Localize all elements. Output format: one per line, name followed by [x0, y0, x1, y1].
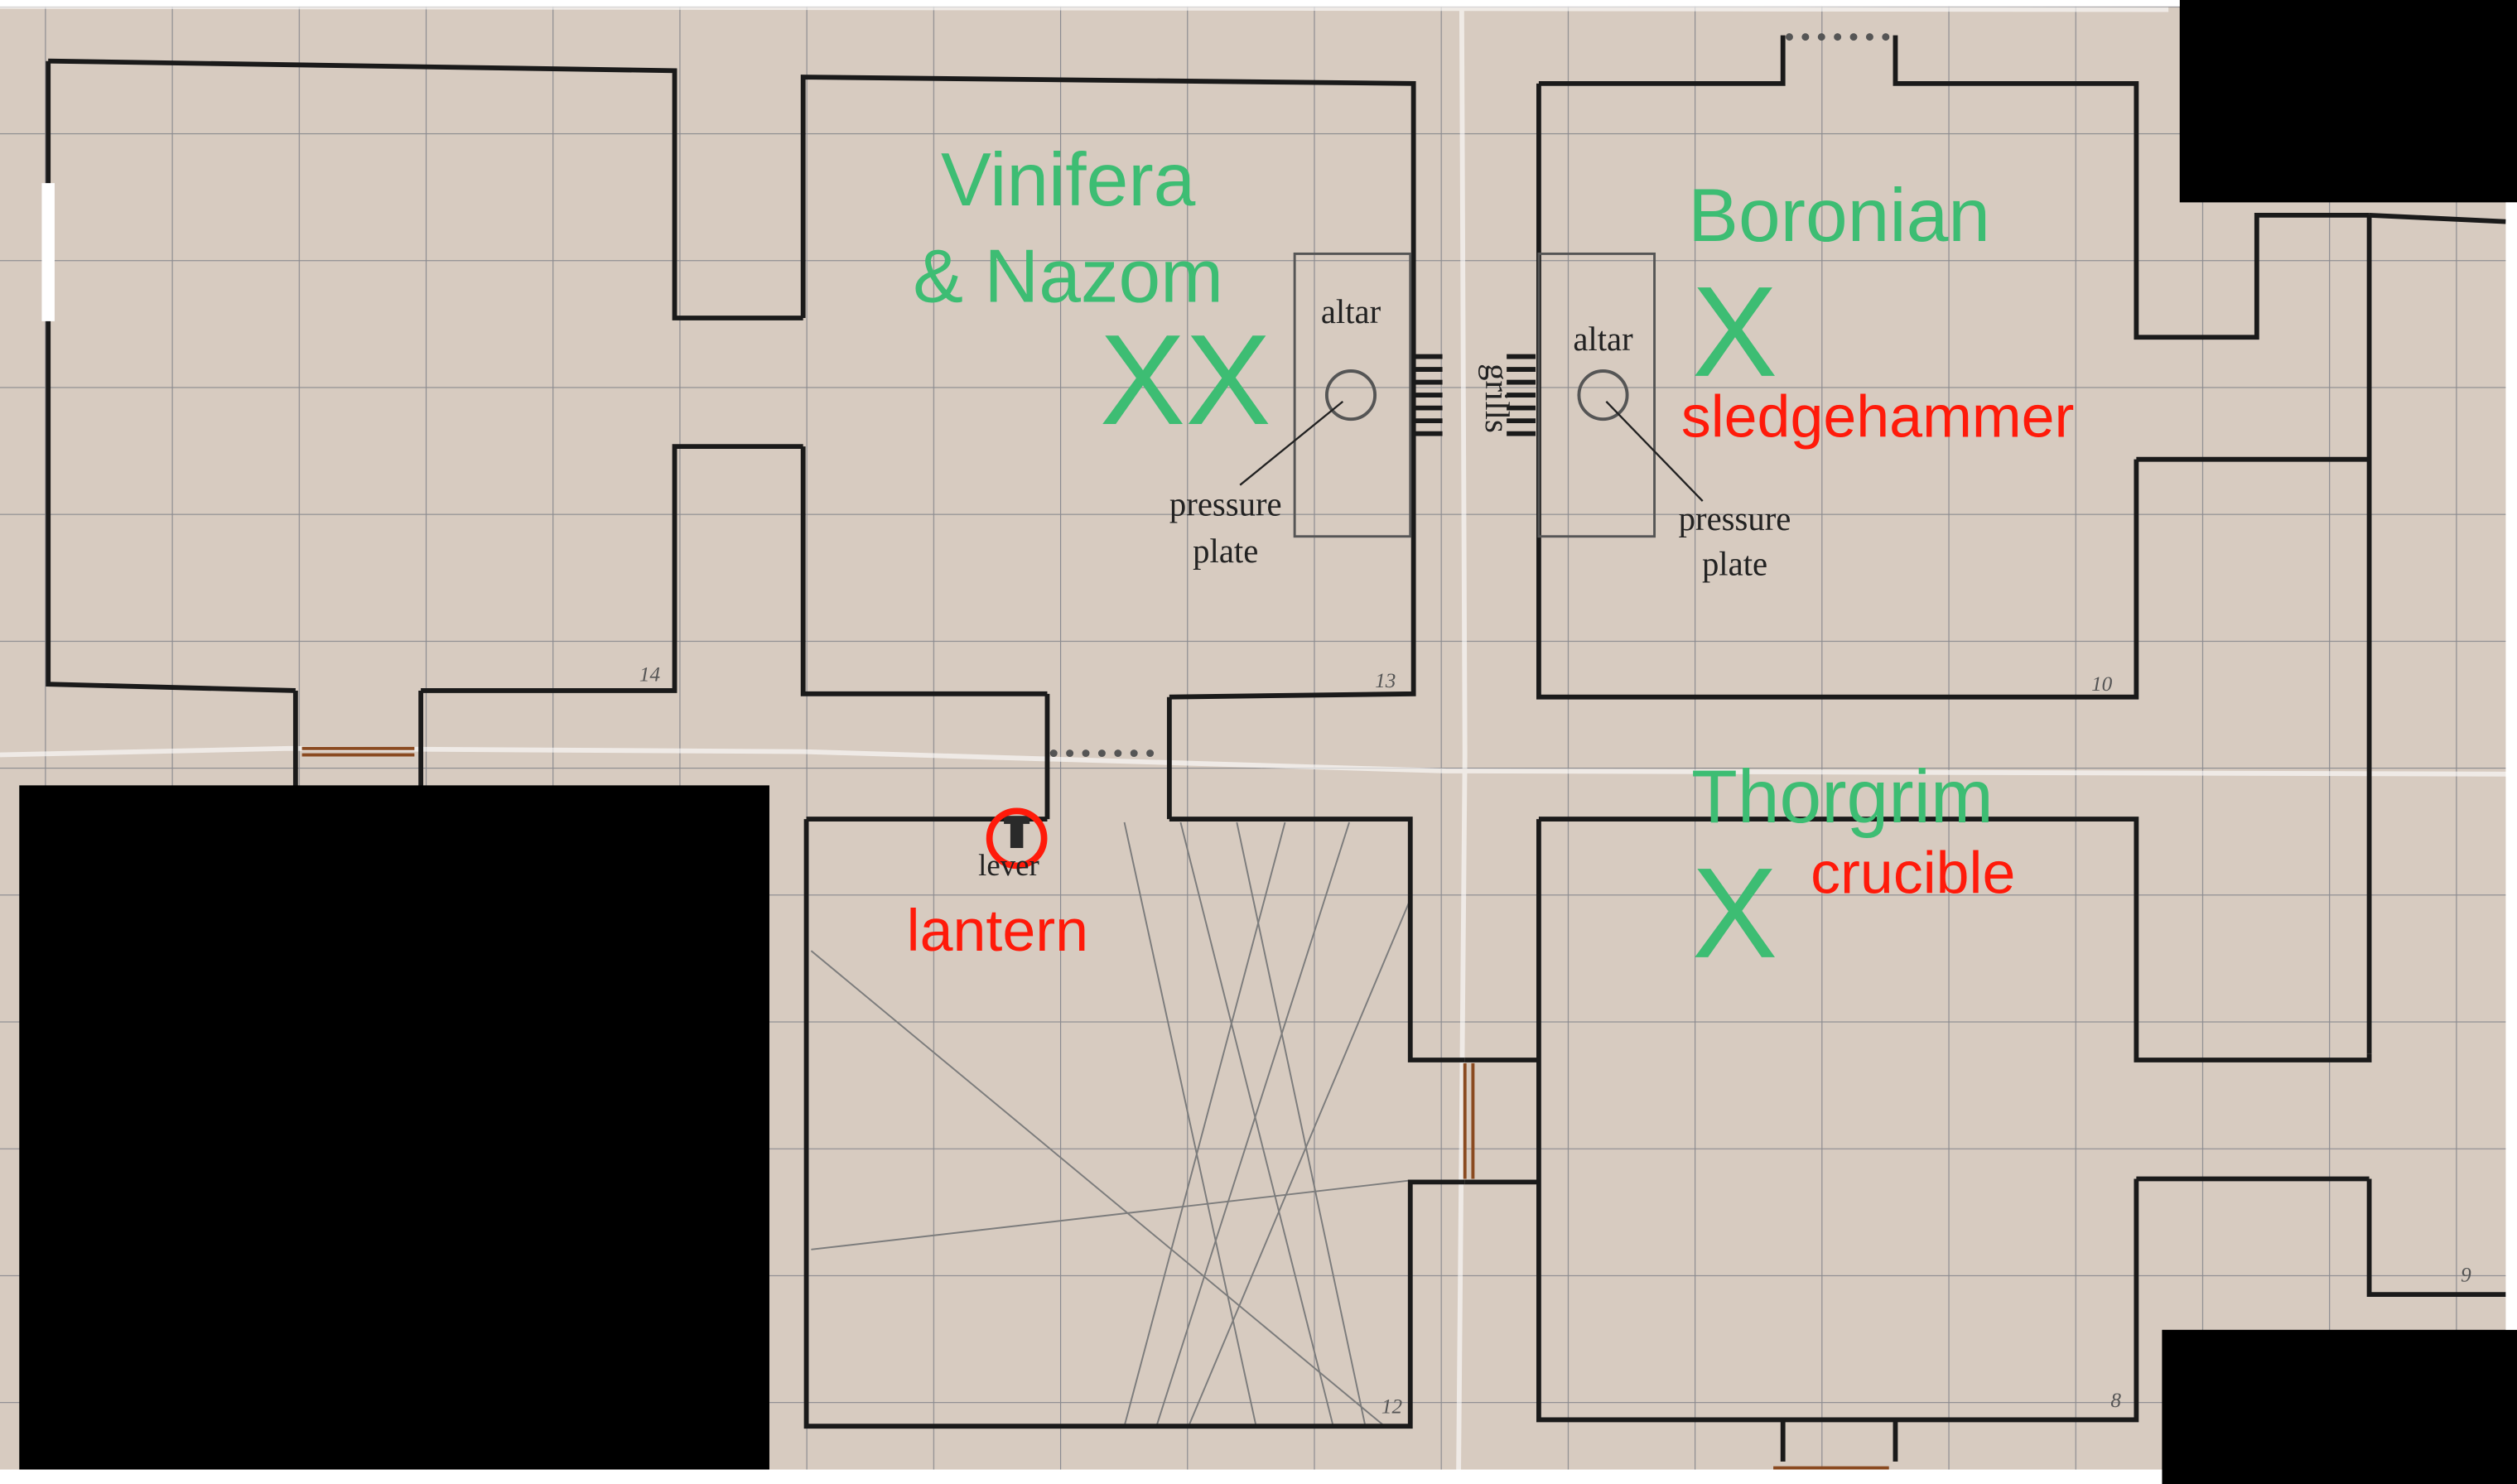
- circle-marker-icon: [986, 807, 1048, 870]
- portcullis-icon: [1049, 749, 1155, 758]
- grill-icon: [1507, 354, 1536, 436]
- room-number: 8: [2110, 1390, 2121, 1412]
- door-icon: [301, 746, 415, 757]
- pencil-lines: [810, 822, 1411, 1427]
- pressure-plate-icon: [1577, 369, 1629, 422]
- character-marker-xx: XX: [1100, 308, 1271, 451]
- photo-border: [0, 0, 2180, 7]
- room-number: 10: [2091, 673, 2113, 696]
- character-marker-thorgrim: X: [1692, 841, 1777, 985]
- room-number: 9: [2461, 1265, 2471, 1287]
- walls: [46, 35, 2506, 1462]
- room-number: 12: [1381, 1396, 1403, 1419]
- pressure-plate-label-left-line2: plate: [1193, 532, 1258, 570]
- pressure-plate-label-right-line2: plate: [1702, 545, 1767, 582]
- pressure-plate-label-left-line1: pressure: [1169, 486, 1282, 523]
- redaction-block: [2162, 1329, 2517, 1484]
- lever-label: lever: [978, 848, 1039, 882]
- altar-right: [1537, 252, 1656, 538]
- grill-icon: [1413, 354, 1443, 436]
- grills-label: grills: [1478, 364, 1516, 433]
- room-number: 13: [1375, 670, 1396, 692]
- pressure-plate-pointer: [1605, 401, 1704, 502]
- altar-label-left: altar: [1321, 293, 1381, 330]
- redaction-block: [19, 785, 769, 1470]
- door-icon: [1463, 1062, 1475, 1179]
- lever-icon: [1004, 816, 1030, 848]
- pressure-plate-label-right-line1: pressure: [1679, 500, 1791, 537]
- character-label-vinifera: Vinifera: [941, 137, 1196, 222]
- altar-left: [1293, 252, 1412, 538]
- room-number: 14: [639, 663, 661, 686]
- character-label-nazom: & Nazom: [913, 234, 1223, 319]
- item-label-lantern: lantern: [907, 898, 1088, 964]
- character-label-boronian: Boronian: [1688, 173, 1990, 258]
- white-margin-marker: [41, 183, 55, 321]
- item-label-crucible: crucible: [1811, 840, 2015, 906]
- photo-border: [2505, 202, 2517, 1330]
- portcullis-icon: [1786, 33, 1890, 41]
- photo-border: [0, 1469, 2163, 1484]
- character-label-thorgrim: Thorgrim: [1691, 754, 1994, 839]
- altar-label-right: altar: [1573, 320, 1633, 358]
- pressure-plate-icon: [1324, 369, 1377, 422]
- character-marker-boronian: X: [1692, 260, 1777, 403]
- pressure-plate-pointer: [1239, 400, 1344, 486]
- item-label-sledgehammer: sledgehammer: [1681, 384, 2075, 450]
- redaction-block: [2179, 0, 2517, 203]
